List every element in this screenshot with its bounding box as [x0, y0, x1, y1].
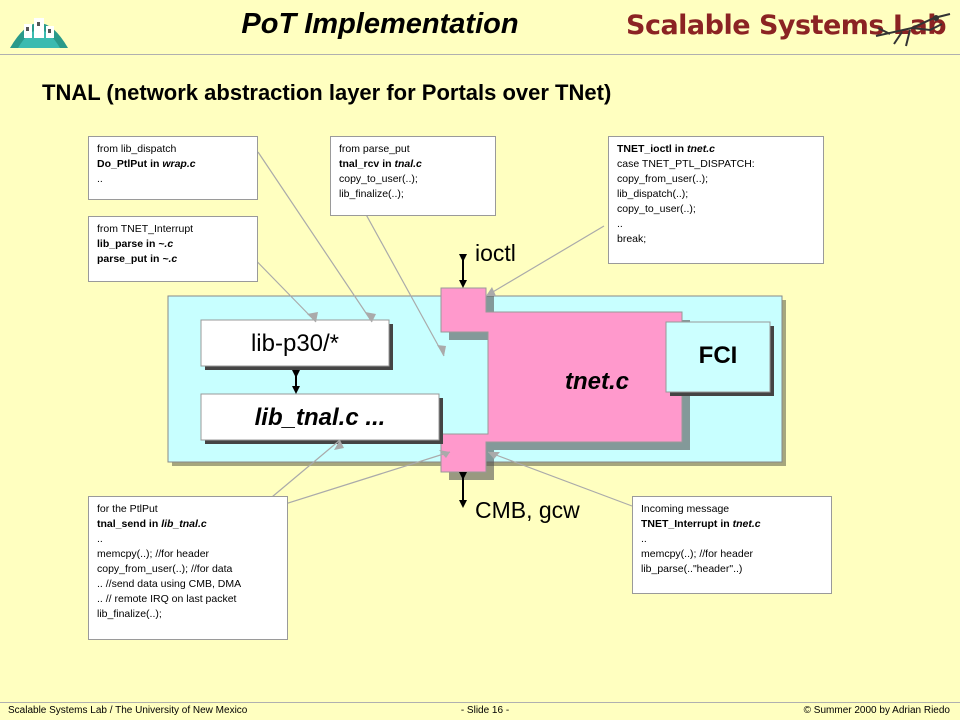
roadrunner-logo-icon [875, 13, 951, 47]
connector-ioctl [485, 225, 605, 297]
note-ptlput: for the PtlPut tnal_send in lib_tnal.c .… [88, 496, 288, 640]
note-tnet-interrupt: from TNET_Interrupt lib_parse in ~.c par… [88, 216, 258, 282]
cmb-gcw-label: CMB, gcw [475, 497, 580, 523]
lib-tnal-label: lib_tnal.c ... [254, 404, 386, 431]
university-logo-icon [10, 18, 68, 48]
footer-divider [0, 702, 960, 703]
footer-right: © Summer 2000 by Adrian Riedo [803, 705, 950, 716]
slide-heading: TNAL (network abstraction layer for Port… [42, 80, 612, 105]
note-parse-put: from parse_put tnal_rcv in tnal.c copy_t… [330, 136, 496, 216]
note-incoming-message: Incoming message TNET_Interrupt in tnet.… [632, 496, 832, 594]
lib-tnal-box [200, 393, 440, 441]
title-divider [0, 54, 960, 55]
tnet-label: tnet.c [565, 368, 630, 395]
note-lib-dispatch: from lib_dispatch Do_PtlPut in wrap.c .. [88, 136, 258, 200]
lib-p30-label: lib-p30/* [250, 330, 340, 357]
footer-slide-number: - Slide 16 - [460, 705, 510, 716]
connector-incoming [487, 451, 633, 507]
tnet-region [440, 287, 683, 473]
connector-dispatch [257, 151, 373, 323]
footer-left: Scalable Systems Lab / The University of… [8, 705, 248, 716]
lib-p30-box [200, 319, 390, 367]
fci-label: FCI [698, 342, 738, 369]
note-tnet-ioctl: TNET_ioctl in tnet.c case TNET_PTL_DISPA… [608, 136, 824, 264]
brand-name: Scalable Systems Lab [626, 10, 947, 41]
slide-title: PoT Implementation [241, 8, 519, 40]
ioctl-label: ioctl [475, 240, 516, 266]
connector-ptlput-1 [265, 439, 341, 503]
fci-box [665, 321, 771, 393]
connector-ptlput-2 [265, 451, 451, 511]
